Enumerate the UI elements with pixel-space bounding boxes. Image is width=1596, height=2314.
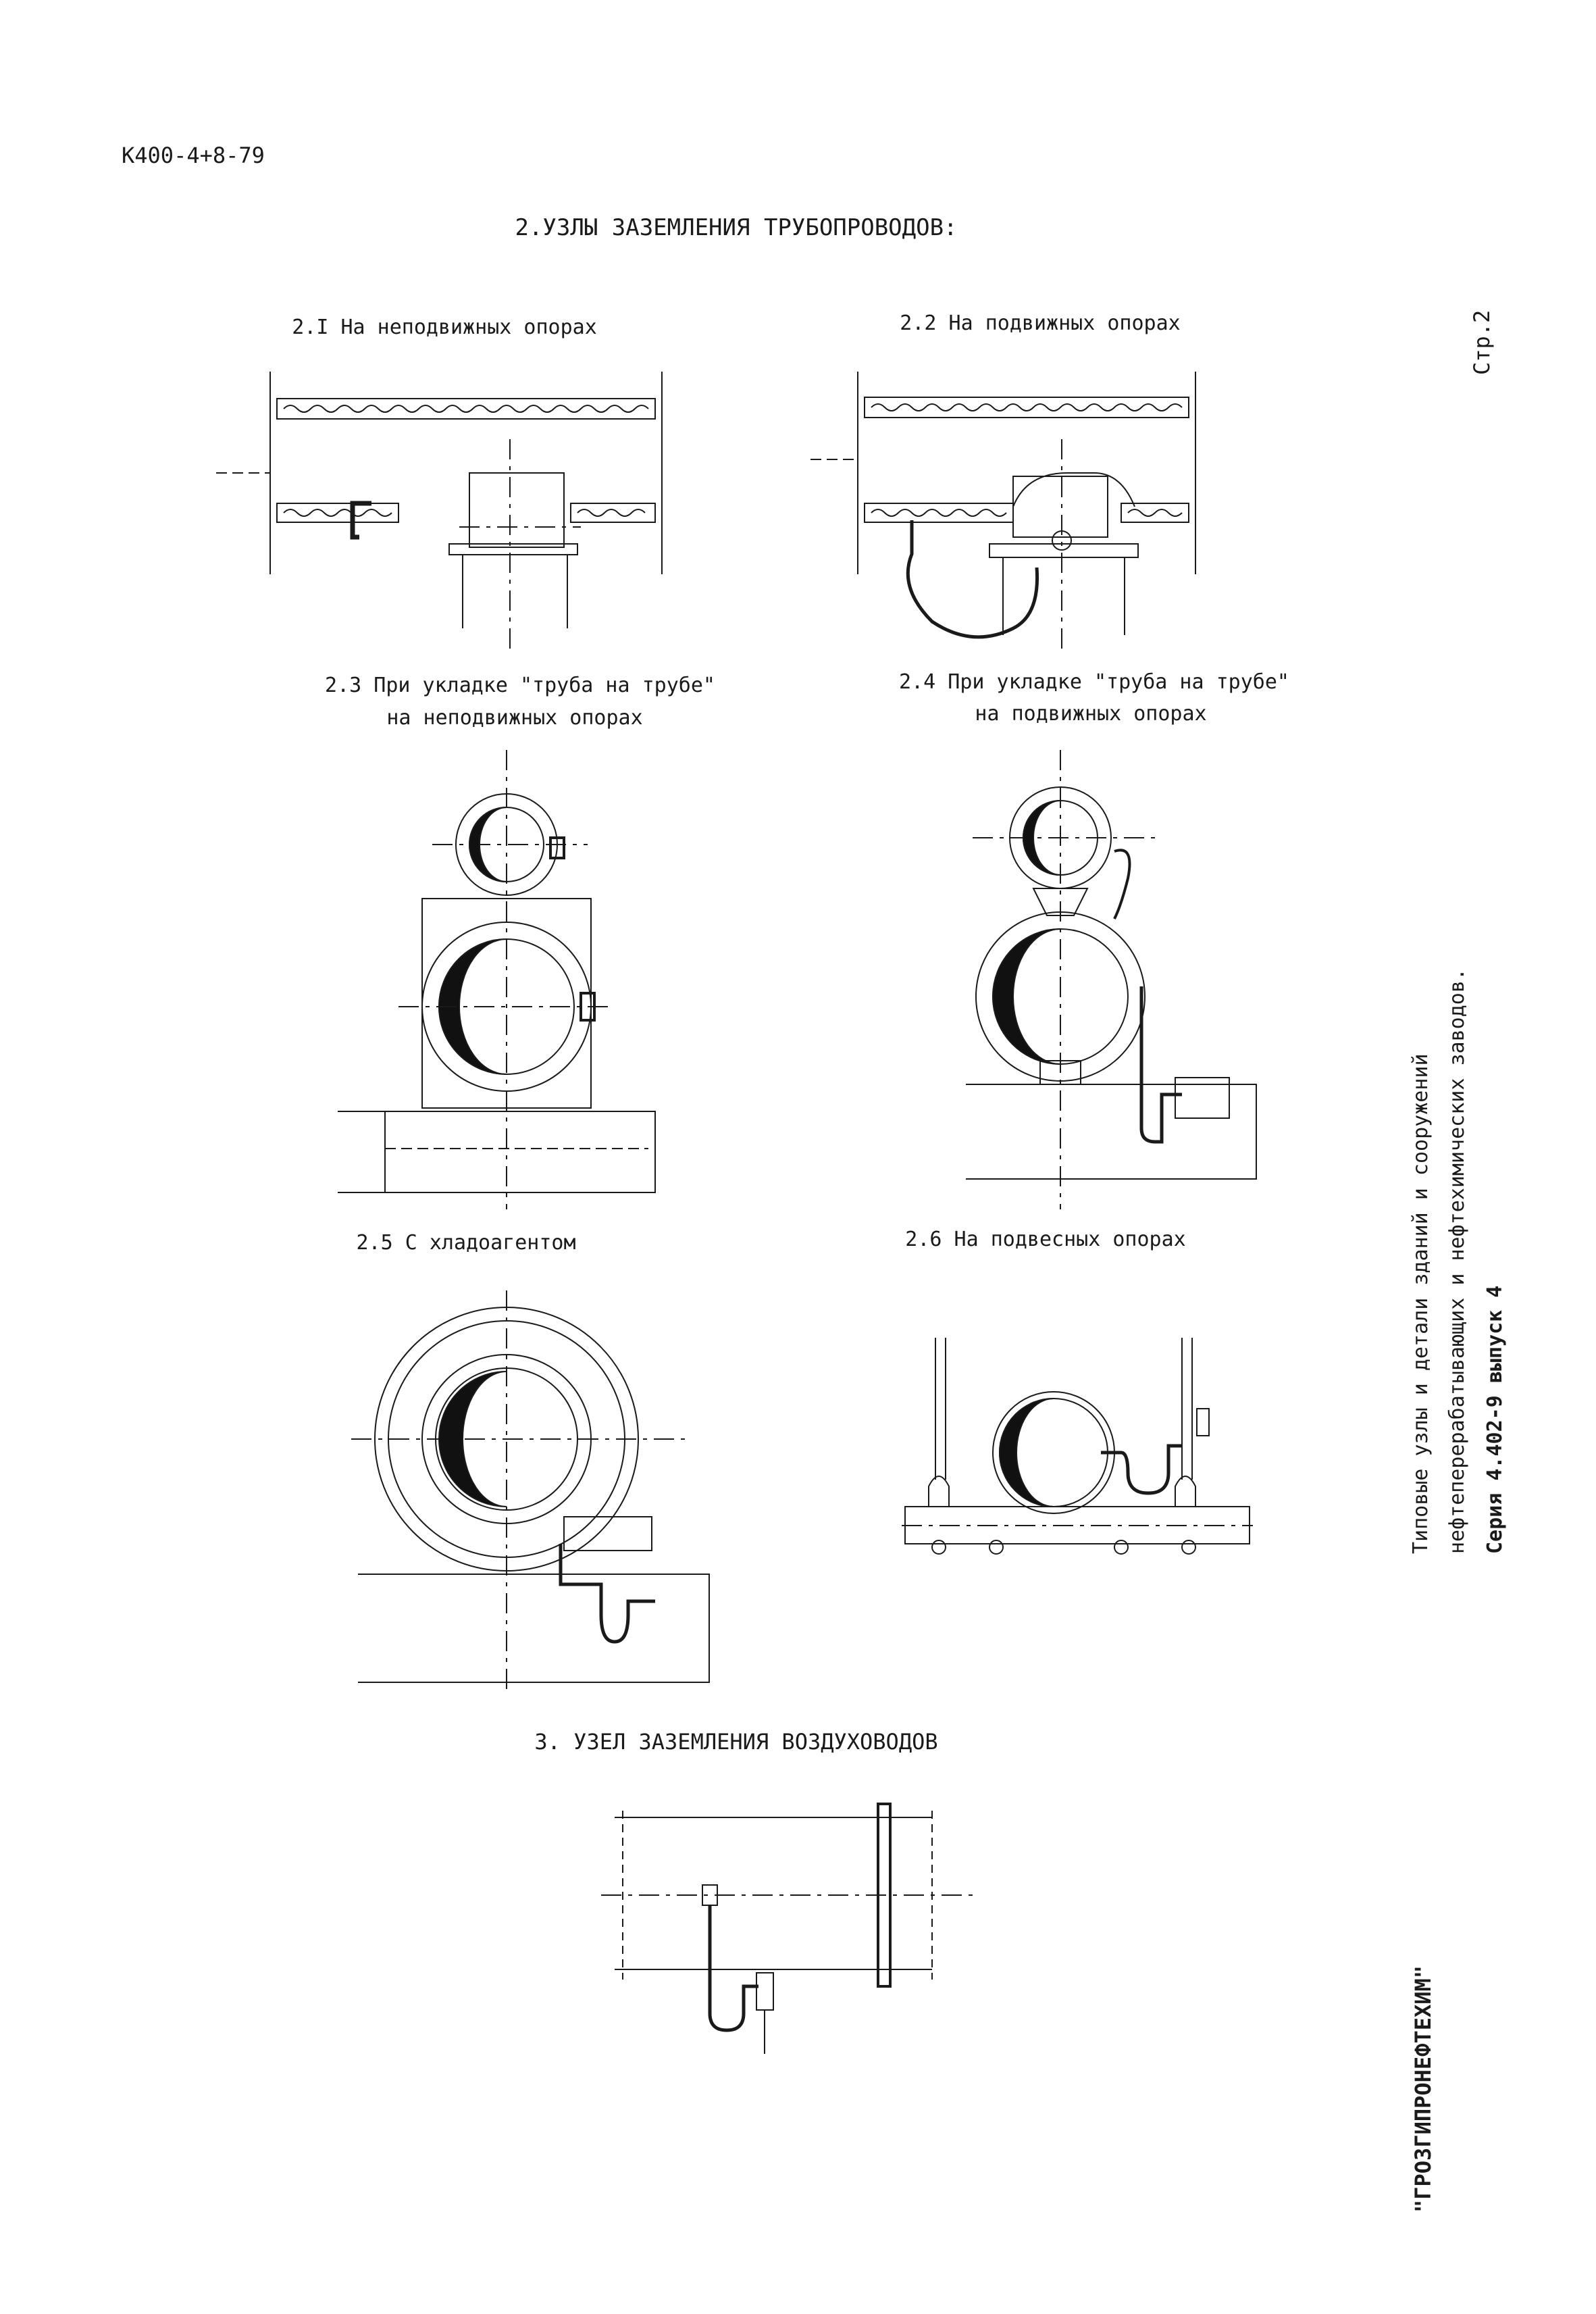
figure-2-5-drawing (338, 1284, 716, 1703)
series-line-3: Серия 4.402-9 выпуск 4 (1483, 1285, 1507, 1554)
figure-2-1-drawing (203, 372, 689, 655)
figure-2-2-label: 2.2 На подвижных опорах (900, 311, 1181, 335)
figure-2-6-drawing (898, 1324, 1277, 1581)
figure-2-3-label-line1: 2.3 При укладке "труба на трубе" (325, 674, 715, 697)
doc-code: К400-4+8-79 (122, 143, 265, 168)
figure-2-4-label-line1: 2.4 При укладке "труба на трубе" (899, 670, 1289, 694)
section-title: 2.УЗЛЫ ЗАЗЕМЛЕНИЯ ТРУБОПРОВОДОВ: (515, 214, 958, 241)
figure-2-5-label: 2.5 С хладоагентом (356, 1231, 576, 1255)
figure-2-4-label-line2: на подвижных опорах (975, 702, 1207, 726)
figure-2-3-drawing (331, 743, 709, 1216)
figure-2-6-label: 2.6 На подвесных опорах (905, 1228, 1186, 1251)
page-number: Стр.2 (1469, 309, 1495, 375)
series-line-1: Типовые узлы и детали зданий и сооружени… (1409, 1053, 1433, 1554)
figure-2-2-drawing (810, 372, 1297, 655)
figure-3-air-duct-drawing (594, 1790, 1000, 2074)
figure-2-4-drawing (959, 743, 1337, 1216)
series-line-2: нефтеперерабатывающих и нефтехимических … (1445, 968, 1469, 1554)
organization-stamp: "ГРОЗГИПРОНЕФТЕХИМ" (1410, 1965, 1436, 2213)
figure-2-1-label: 2.I На неподвижных опорах (292, 316, 597, 339)
figure-2-3-label-line2: на неподвижных опорах (386, 706, 643, 730)
section-3-title: 3. УЗЕЛ ЗАЗЕМЛЕНИЯ ВОЗДУХОВОДОВ (534, 1729, 938, 1755)
